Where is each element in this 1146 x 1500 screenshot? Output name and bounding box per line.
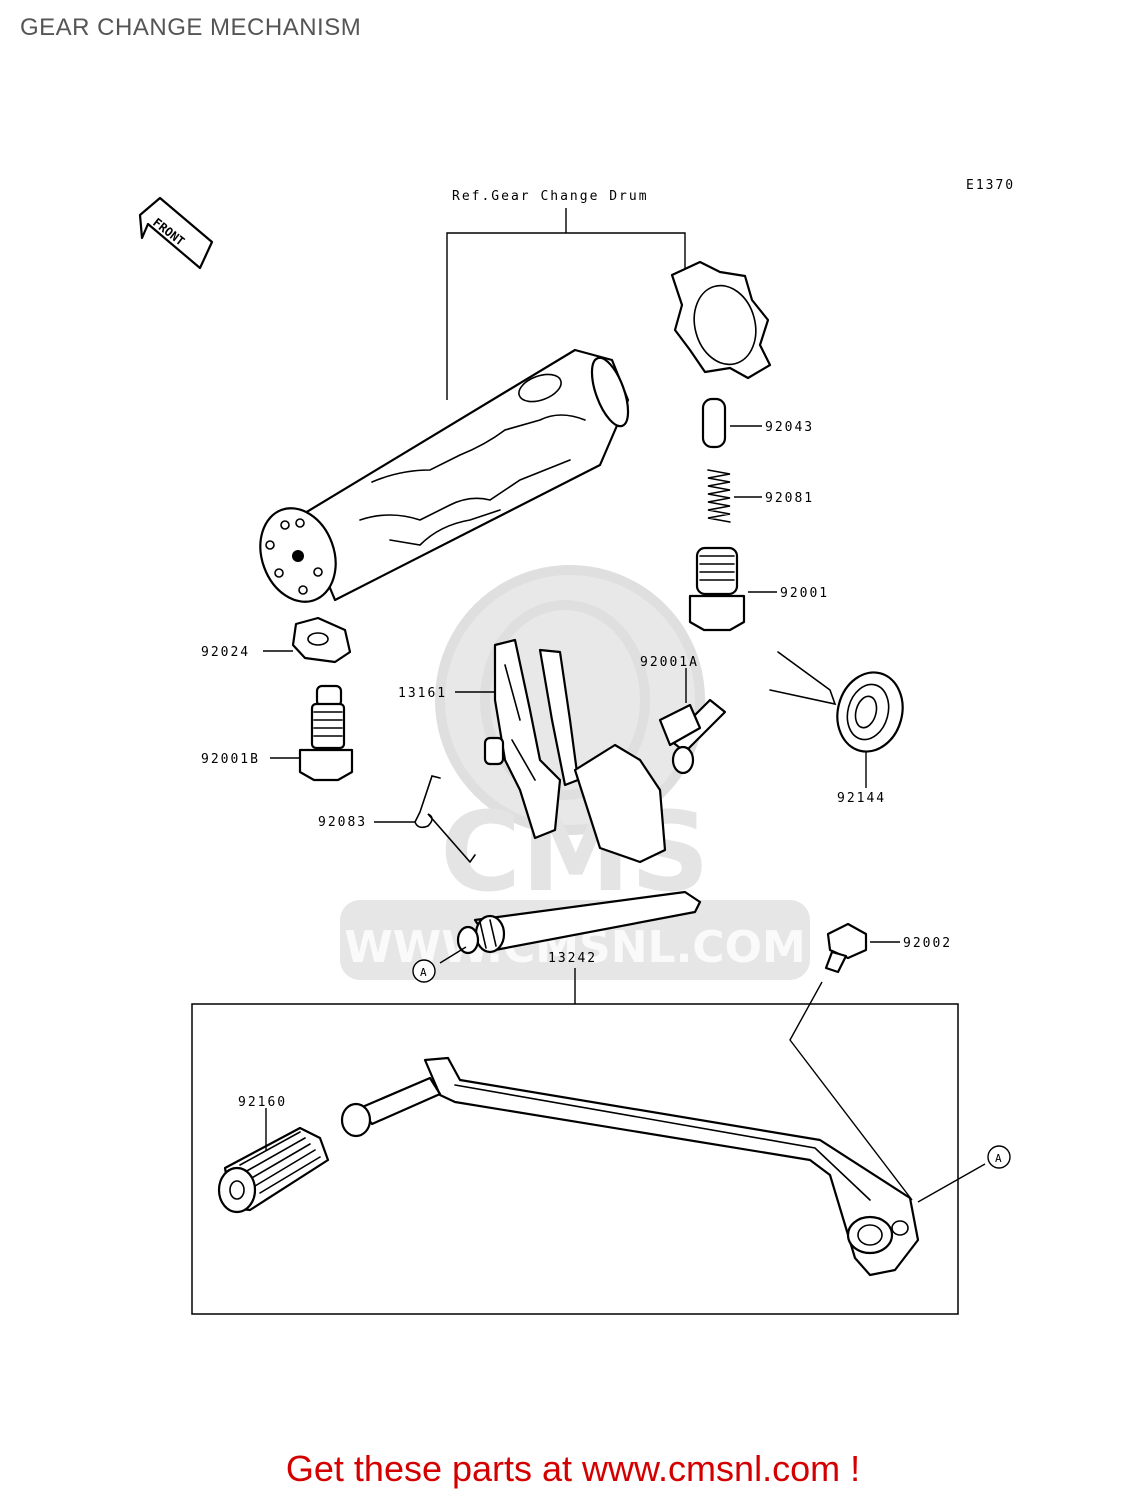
diagram-code: E1370 (966, 178, 1015, 193)
part-label-92081: 92081 (765, 491, 814, 506)
part-label-92144: 92144 (837, 791, 886, 806)
page-title: GEAR CHANGE MECHANISM (20, 14, 362, 41)
pedal-rubber-92160: 92160 (217, 1095, 330, 1214)
promo-banner[interactable]: Get these parts at www.cmsnl.com ! (285, 1448, 861, 1489)
ref-bracket (446, 208, 686, 400)
pedal-assembly-box (191, 1003, 959, 1315)
part-label-92001a: 92001A (640, 655, 699, 670)
parts-diagram: CMS WWW.CMSNL.COM FRONT E1370 Ref.Gear C… (138, 178, 1015, 1315)
part-label-92024: 92024 (201, 645, 250, 660)
plug-92001: 92001 (688, 546, 829, 632)
shift-mechanism-arm-13161: 13161 (398, 638, 580, 840)
spring-92083: 92083 (318, 775, 476, 864)
ref-gear-change-drum-label: Ref.Gear Change Drum (452, 189, 649, 204)
front-arrow-icon: FRONT (138, 196, 214, 270)
bolt-92001b: 92001B (201, 684, 354, 782)
part-label-92083: 92083 (318, 815, 367, 830)
shift-pedal-lever (340, 1056, 920, 1277)
washer-92024: 92024 (201, 616, 352, 664)
part-label-13242: 13242 (548, 951, 597, 966)
callout-a-lower-label: A (995, 1152, 1002, 1165)
part-label-92001: 92001 (780, 586, 829, 601)
gear-change-drum (259, 348, 630, 603)
torsion-spring-92144: 92144 (769, 651, 904, 806)
part-label-92043: 92043 (765, 420, 814, 435)
part-label-13161: 13161 (398, 686, 447, 701)
bolt-leader (789, 981, 913, 1201)
watermark-banner (340, 900, 810, 980)
spring-92081: 92081 (707, 469, 814, 523)
part-label-92001b: 92001B (201, 752, 260, 767)
callout-a-lower: A (917, 1145, 1011, 1203)
part-label-92160: 92160 (238, 1095, 287, 1110)
bolt-92002: 92002 (824, 922, 952, 974)
gear-change-shaft (456, 743, 702, 955)
star-cam-plate (670, 260, 772, 380)
part-label-92002: 92002 (903, 936, 952, 951)
stud-92001a: 92001A (640, 655, 727, 775)
pin-92043: 92043 (701, 397, 814, 449)
callout-a-upper: A (412, 946, 467, 983)
callout-a-upper-label: A (420, 966, 427, 979)
